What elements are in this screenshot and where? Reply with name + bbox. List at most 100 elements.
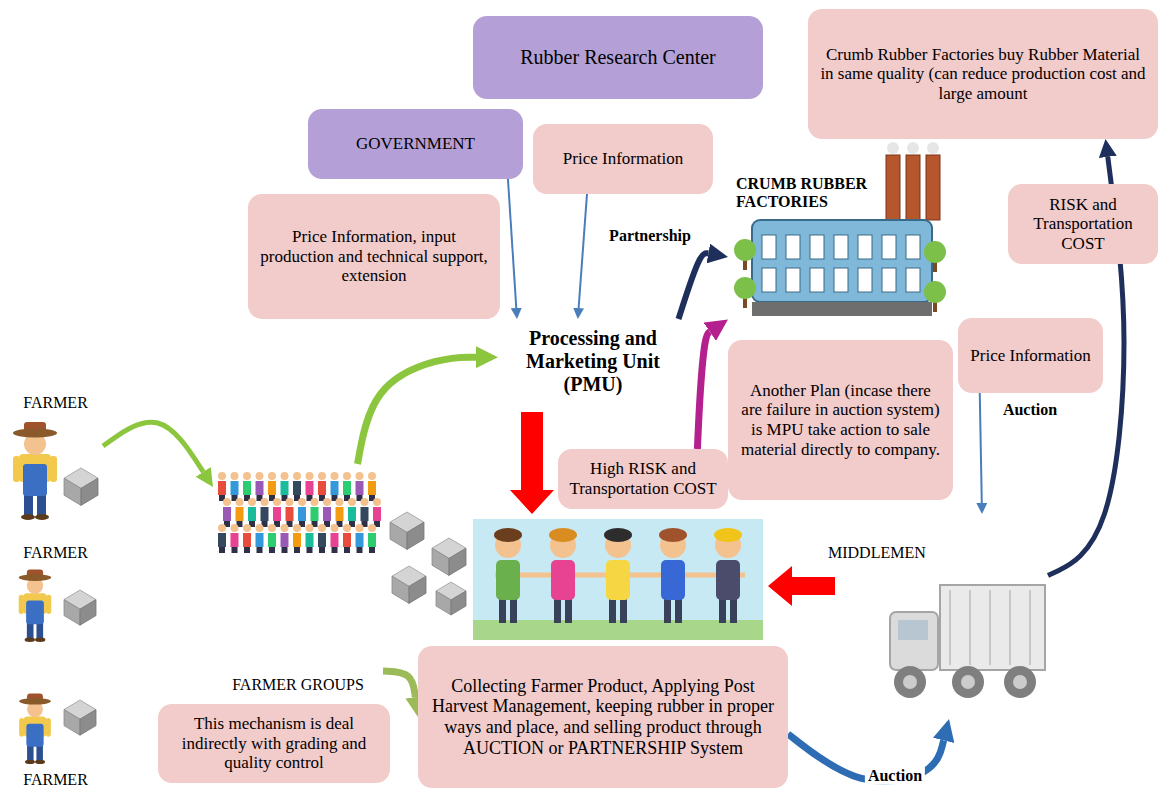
member-body [298,507,306,521]
member-head [368,524,376,532]
edge-label: Partnership [606,227,694,245]
arrow-note: Auction [1000,401,1060,419]
box-text: RISK and Transportation COST [1018,195,1148,254]
member-legs [269,547,275,553]
group-member [218,472,226,501]
pmu-picture-sky [473,519,763,640]
farmer-leg [24,494,33,516]
group-member [293,472,301,501]
farmer-shoe [35,638,45,642]
factory-window [882,235,896,259]
farmer-overalls [26,601,44,625]
cube-right [451,591,466,615]
member-body [311,507,319,521]
member-body [356,481,364,495]
member-head [318,472,326,480]
group-member [243,472,251,501]
member-body [343,533,351,547]
member-head [306,472,314,480]
member-head [361,498,369,506]
factory-window [858,235,872,259]
kid-leg [664,597,671,623]
member-head [356,524,364,532]
kid-figure [659,528,687,623]
factory-chimney [906,155,920,220]
member-head [298,498,306,506]
factory-figure: CRUMB RUBBER FACTORIES [728,140,943,335]
cube-left [436,591,451,615]
tree-crown [924,281,946,303]
group-member [218,524,226,553]
box-text: Collecting Farmer Product, Applying Post… [428,676,778,759]
member-legs [257,547,263,553]
truck-hub [961,675,975,689]
member-head [248,498,256,506]
info-box: Another Plan (incase there are failure i… [728,340,953,500]
info-box: Price Information [533,124,713,194]
figure-label: FARMER [23,544,88,562]
farmer-group-figure: FARMER GROUPS [213,464,383,694]
member-body [261,507,269,521]
factory-window [834,268,848,292]
group-member [293,524,301,553]
factory-building [752,220,932,302]
group-member [343,524,351,553]
member-head [356,472,364,480]
member-body [293,481,301,495]
farmer-shoe [25,760,35,764]
kid-leg [499,597,506,623]
group-member [223,498,231,527]
box-text: GOVERNMENT [356,134,475,154]
kid-leg [510,597,517,623]
flow-arrow [358,357,477,464]
member-body [231,533,239,547]
factory-smoke [887,142,899,154]
farmer-arm [50,456,57,482]
org-box: GOVERNMENT [308,109,523,179]
figure-label: MIDDLEMEN [828,544,926,562]
kid-body [606,560,630,600]
cube-right [80,600,96,626]
direct-sale-arrow [697,332,709,449]
kid-hair [494,528,522,542]
farmer-icon [13,422,57,520]
farmer-leg [27,623,34,639]
farmer-leg [27,745,33,761]
group-member [231,524,239,553]
group-member [306,472,314,501]
member-head [293,472,301,480]
box-text: High RISK and Transportation COST [568,459,718,498]
truck-cab [890,612,938,670]
info-box: Collecting Farmer Product, Applying Post… [418,646,788,788]
farmer-hat-brim [19,574,52,581]
group-member [318,524,326,553]
member-body [373,507,381,521]
factory-window [906,235,920,259]
factory-window [810,235,824,259]
farmer-shoe [35,760,45,764]
unit-label: Processing and Marketing Unit (PMU) [498,319,688,404]
trailer-slat [949,590,951,665]
rubber-cube [64,590,96,625]
member-head [281,472,289,480]
middlemen-truck [890,585,1045,698]
info-box: Crumb Rubber Factories buy Rubber Materi… [808,9,1158,139]
cube-right [80,710,96,736]
truck-wheel [952,666,984,698]
member-body [281,533,289,547]
member-body [218,481,226,495]
group-member [356,524,364,553]
info-box: Price Information [958,318,1103,393]
truck-hub [903,675,917,689]
member-body [268,481,276,495]
red-block-arrow [768,566,835,606]
group-member [286,498,294,527]
member-head [223,498,231,506]
farmer-arm [19,595,24,614]
factory-window [762,235,776,259]
member-body [223,507,231,521]
member-body [293,533,301,547]
farmer-shoe [25,638,35,642]
group-member [306,524,314,553]
